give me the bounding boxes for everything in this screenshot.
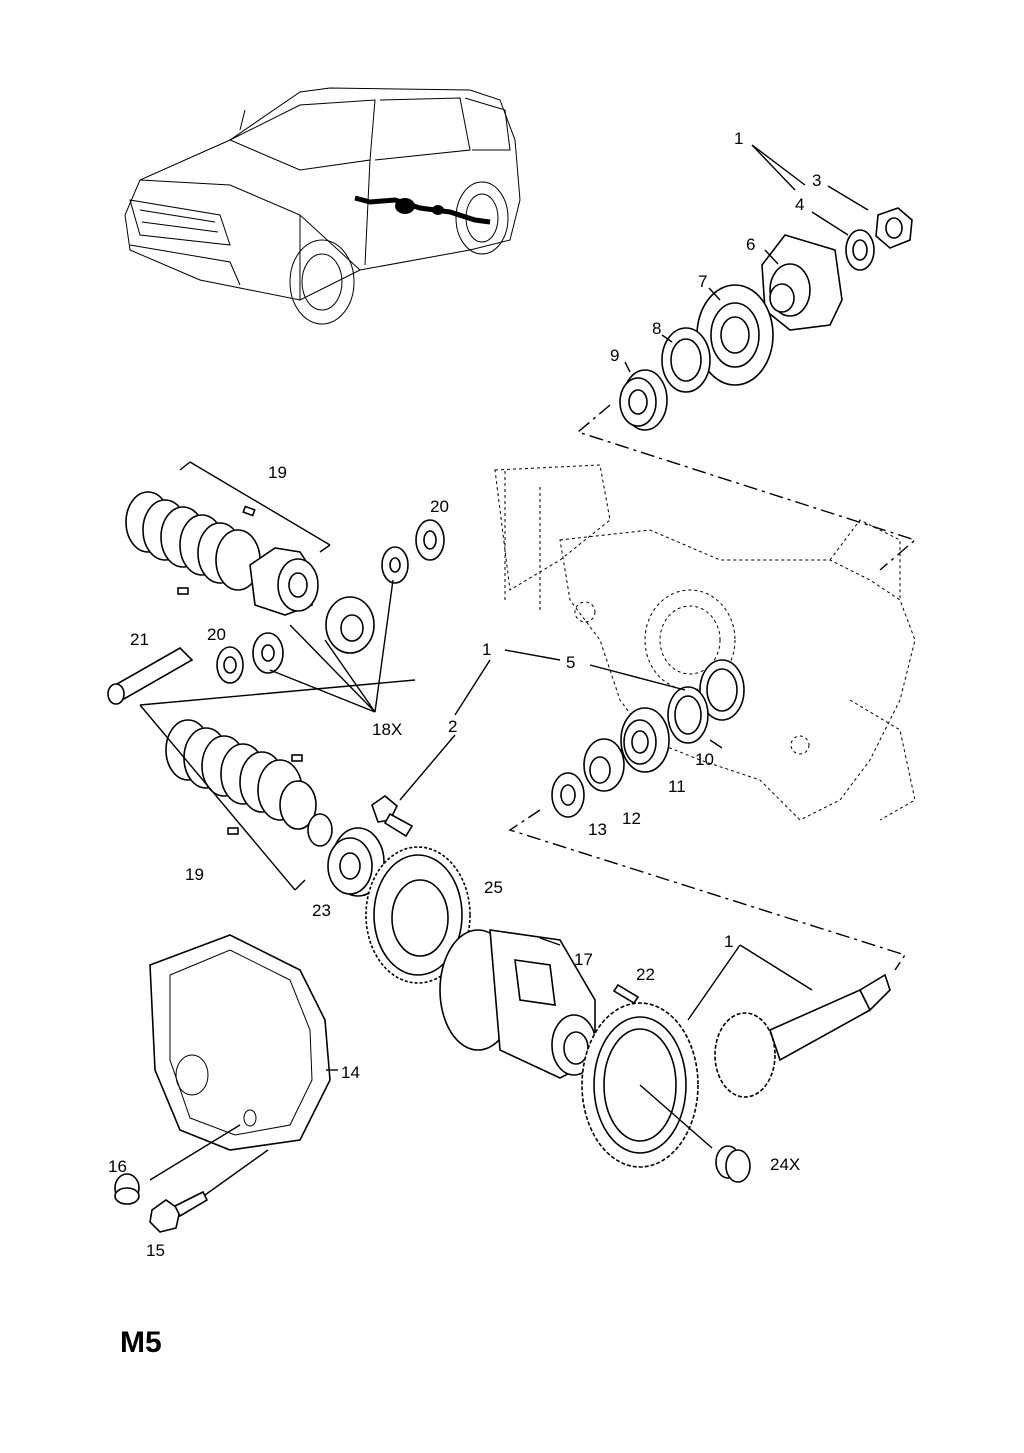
callout-25: 25 <box>484 878 503 897</box>
callout-5: 5 <box>566 653 575 672</box>
part-5-shim[interactable] <box>667 686 709 744</box>
callout-4: 4 <box>795 195 804 214</box>
part-1-drive-pinion[interactable] <box>714 973 891 1098</box>
part-3-nut[interactable] <box>875 207 913 249</box>
part-12-bearing-cone[interactable] <box>583 738 625 792</box>
callout-19-lower: 19 <box>185 865 204 884</box>
callout-18x: 18X <box>372 720 402 739</box>
part-22-pin[interactable] <box>612 983 640 1005</box>
part-7-oil-seal[interactable] <box>696 284 774 386</box>
callout-1-carrier-group: 1 <box>482 640 491 659</box>
callout-23: 23 <box>312 901 331 920</box>
part-side-gear-upper[interactable] <box>249 547 319 616</box>
part-13-washer[interactable] <box>551 772 585 818</box>
callout-24x: 24X <box>770 1155 800 1174</box>
part-9-bearing[interactable] <box>619 369 668 431</box>
vehicle-locator-illustration <box>124 87 521 325</box>
part-21-cross-shaft[interactable] <box>107 647 194 705</box>
part-16-drain-plug[interactable] <box>114 1173 140 1205</box>
part-24x-shim-spring[interactable] <box>715 1145 751 1183</box>
leader-lines <box>139 144 869 1196</box>
part-17-differential-case[interactable] <box>439 929 597 1079</box>
part-10-bearing-race[interactable] <box>699 659 745 721</box>
callout-labels: 1 3 4 6 7 8 9 19 20 21 20 18X 1 5 2 10 1… <box>108 129 821 1260</box>
callout-12: 12 <box>622 809 641 828</box>
part-18x-pinion-gear-a[interactable] <box>325 596 375 654</box>
part-14-cover[interactable] <box>149 934 331 1151</box>
page-id-label: M5 <box>120 1326 162 1359</box>
callout-14: 14 <box>341 1063 360 1082</box>
callout-1-drive-group: 1 <box>724 932 733 951</box>
callout-8: 8 <box>652 319 661 338</box>
callout-20-upper: 20 <box>430 497 449 516</box>
callout-11: 11 <box>668 777 686 796</box>
callout-21: 21 <box>130 630 149 649</box>
callout-17: 17 <box>574 950 593 969</box>
part-8-spacer[interactable] <box>661 327 711 393</box>
part-4-washer[interactable] <box>845 229 875 271</box>
callout-9: 9 <box>610 346 619 365</box>
driveline-highlight <box>354 195 491 225</box>
part-19-clutch-pack-upper[interactable] <box>125 491 261 595</box>
part-15-bolt[interactable] <box>149 1190 209 1233</box>
callout-3: 3 <box>812 171 821 190</box>
part-23-bearing[interactable] <box>327 827 385 897</box>
callout-22: 22 <box>636 965 655 984</box>
part-20-thrust-washer-lower[interactable] <box>216 646 244 684</box>
callout-13: 13 <box>588 820 607 839</box>
callout-10: 10 <box>695 750 714 769</box>
part-11-bearing[interactable] <box>620 707 670 773</box>
callout-2: 2 <box>448 717 457 736</box>
callout-7: 7 <box>698 272 707 291</box>
callout-1-pinion-group: 1 <box>734 129 743 148</box>
part-20-thrust-washer-upper[interactable] <box>415 519 445 561</box>
callout-15: 15 <box>146 1241 165 1260</box>
part-6-companion-flange[interactable] <box>761 234 843 331</box>
callout-6: 6 <box>746 235 755 254</box>
part-18x-pinion-gear-b[interactable] <box>381 546 409 584</box>
assembly-centerlines <box>508 404 917 971</box>
part-18x-pinion-gear-c[interactable] <box>252 632 284 674</box>
part-25-ring-gear[interactable] <box>365 846 471 984</box>
callout-20-lower: 20 <box>207 625 226 644</box>
part-19-clutch-pack-lower[interactable] <box>165 719 333 847</box>
callout-19-upper: 19 <box>268 463 287 482</box>
part-2-bolt[interactable] <box>371 794 414 838</box>
callout-16: 16 <box>108 1157 127 1176</box>
